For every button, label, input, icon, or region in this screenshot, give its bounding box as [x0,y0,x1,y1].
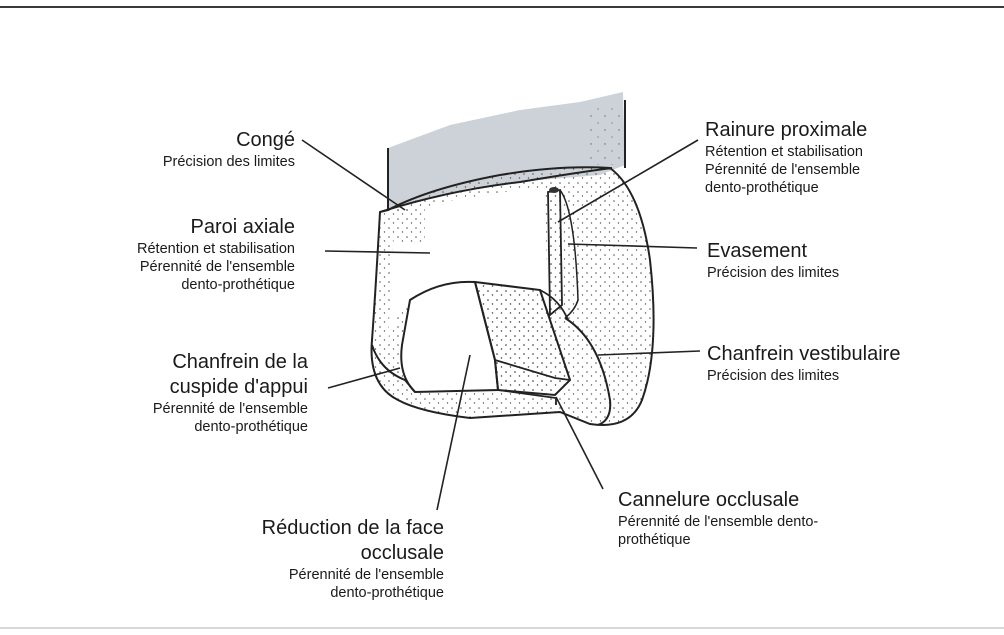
label-cannelure-desc-1: Pérennité de l'ensemble dento- [618,513,908,531]
label-conge: Congé Précision des limites [90,128,295,171]
label-reduction-title-1: Réduction de la face [180,516,444,541]
label-evasement-title: Evasement [707,239,927,264]
label-chanfrein-cuspide-desc-1: Pérennité de l'ensemble [60,400,308,418]
label-reduction-desc-1: Pérennité de l'ensemble [180,566,444,584]
label-chanfrein-cuspide: Chanfrein de la cuspide d'appui Pérennit… [60,350,308,436]
label-paroi: Paroi axiale Rétention et stabilisation … [40,215,295,294]
label-rainure-desc-1: Rétention et stabilisation [705,143,965,161]
label-paroi-desc-2: Pérennité de l'ensemble [40,258,295,276]
label-rainure-desc-3: dento-prothétique [705,179,965,197]
label-evasement: Evasement Précision des limites [707,239,927,282]
label-rainure: Rainure proximale Rétention et stabilisa… [705,118,965,197]
label-paroi-title: Paroi axiale [40,215,295,240]
label-paroi-desc-3: dento-prothétique [40,276,295,294]
label-chanfrein-vest-title: Chanfrein vestibulaire [707,342,967,367]
label-chanfrein-vest-desc: Précision des limites [707,367,967,385]
label-chanfrein-vestibulaire: Chanfrein vestibulaire Précision des lim… [707,342,967,385]
label-cannelure-desc-2: prothétique [618,531,908,549]
label-evasement-desc: Précision des limites [707,264,927,282]
label-rainure-desc-2: Pérennité de l'ensemble [705,161,965,179]
label-chanfrein-cuspide-title-1: Chanfrein de la [60,350,308,375]
label-rainure-title: Rainure proximale [705,118,965,143]
label-cannelure: Cannelure occlusale Pérennité de l'ensem… [618,488,908,549]
label-conge-title: Congé [90,128,295,153]
label-paroi-desc-1: Rétention et stabilisation [40,240,295,258]
label-reduction: Réduction de la face occlusale Pérennité… [180,516,444,602]
label-chanfrein-cuspide-desc-2: dento-prothétique [60,418,308,436]
label-chanfrein-cuspide-title-2: cuspide d'appui [60,375,308,400]
label-reduction-desc-2: dento-prothétique [180,584,444,602]
label-conge-desc: Précision des limites [90,153,295,171]
label-reduction-title-2: occlusale [180,541,444,566]
label-cannelure-title: Cannelure occlusale [618,488,908,513]
